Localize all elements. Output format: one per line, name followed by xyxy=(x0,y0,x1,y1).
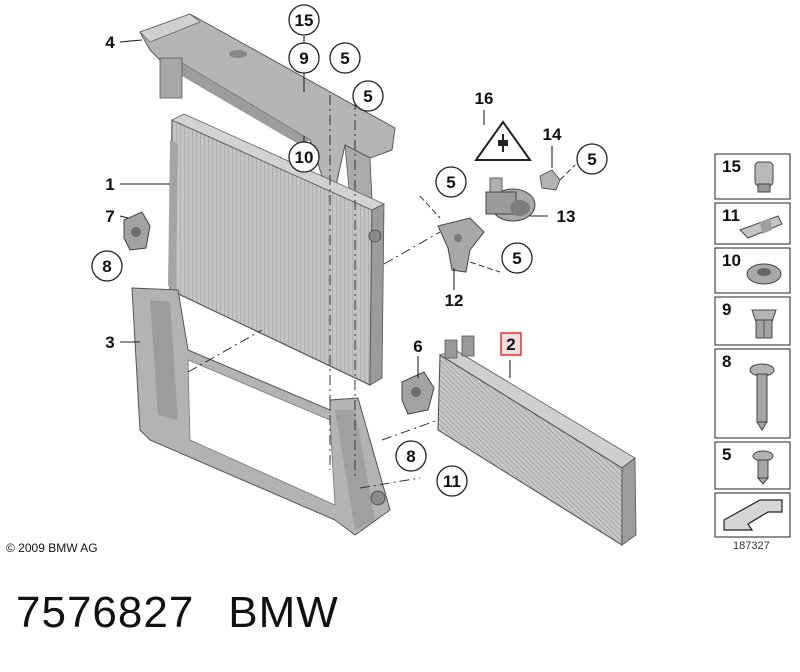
callout-2[interactable]: 2 xyxy=(500,332,522,356)
svg-text:9: 9 xyxy=(299,49,308,68)
callout-15[interactable]: 15 xyxy=(288,4,320,36)
svg-text:15: 15 xyxy=(295,11,314,30)
brand-name: BMW xyxy=(228,588,339,637)
lower-frame-part xyxy=(131,287,391,536)
callout-5-right[interactable]: 5 xyxy=(576,143,608,175)
bracket-6-part xyxy=(401,371,435,415)
clip-14-part xyxy=(539,169,561,191)
clip-icon xyxy=(754,161,774,193)
svg-text:11: 11 xyxy=(443,472,461,491)
part-number: 7576827 xyxy=(16,588,195,637)
direction-arrow-icon xyxy=(723,499,783,531)
callout-1[interactable]: 1 xyxy=(105,175,114,194)
callout-10[interactable]: 10 xyxy=(288,141,320,173)
callout-3[interactable]: 3 xyxy=(105,333,114,352)
callout-14[interactable]: 14 xyxy=(543,125,562,144)
long-screw-icon xyxy=(749,363,775,431)
warning-triangle-icon xyxy=(474,120,532,161)
hardware-legend: 15 11 10 9 8 xyxy=(714,153,791,538)
callout-9[interactable]: 9 xyxy=(288,42,320,74)
svg-text:5: 5 xyxy=(340,49,349,68)
callout-13[interactable]: 13 xyxy=(557,207,576,226)
svg-text:5: 5 xyxy=(512,249,521,268)
coolant-pump-part xyxy=(485,177,536,222)
upper-carrier-part xyxy=(139,13,396,211)
svg-text:5: 5 xyxy=(363,87,372,106)
callout-6[interactable]: 6 xyxy=(413,337,422,356)
svg-text:8: 8 xyxy=(102,257,111,276)
legend-number-15: 15 xyxy=(722,157,741,176)
legend-number-8: 8 xyxy=(722,352,731,371)
pump-bracket-part xyxy=(437,217,485,273)
diagram-reference-number: 187327 xyxy=(733,540,770,552)
copyright-notice: © 2009 BMW AG xyxy=(6,541,98,555)
svg-text:10: 10 xyxy=(295,148,314,167)
legend-number-5: 5 xyxy=(722,445,731,464)
assembly-lines xyxy=(187,95,576,489)
main-radiator-part xyxy=(168,113,385,386)
callout-5-top-right[interactable]: 5 xyxy=(352,80,384,112)
grommet-icon xyxy=(746,263,782,285)
bracket-7-part xyxy=(123,211,151,251)
expansion-rivet-icon xyxy=(751,309,777,339)
svg-text:2: 2 xyxy=(506,335,515,354)
callout-5-top-left[interactable]: 5 xyxy=(329,42,361,74)
svg-text:5: 5 xyxy=(446,173,455,192)
callout-11[interactable]: 11 xyxy=(436,465,468,497)
callout-16[interactable]: 16 xyxy=(475,89,494,108)
auxiliary-radiator-part xyxy=(437,335,637,546)
part-caption: 7576827 BMW xyxy=(16,588,373,638)
callout-8-right[interactable]: 8 xyxy=(395,440,427,472)
callout-8-left[interactable]: 8 xyxy=(91,250,123,282)
callout-7[interactable]: 7 xyxy=(105,207,114,226)
leader-lines xyxy=(119,36,553,378)
legend-number-10: 10 xyxy=(722,251,741,270)
short-screw-icon xyxy=(752,450,774,485)
svg-text:5: 5 xyxy=(587,150,596,169)
svg-text:8: 8 xyxy=(406,447,415,466)
callout-5-middle[interactable]: 5 xyxy=(435,166,467,198)
callout-5-lower[interactable]: 5 xyxy=(501,242,533,274)
callout-12[interactable]: 12 xyxy=(445,291,464,310)
legend-number-11: 11 xyxy=(722,206,740,225)
callout-4[interactable]: 4 xyxy=(105,33,115,52)
bracket-clip-icon xyxy=(739,215,783,239)
legend-number-9: 9 xyxy=(722,300,731,319)
